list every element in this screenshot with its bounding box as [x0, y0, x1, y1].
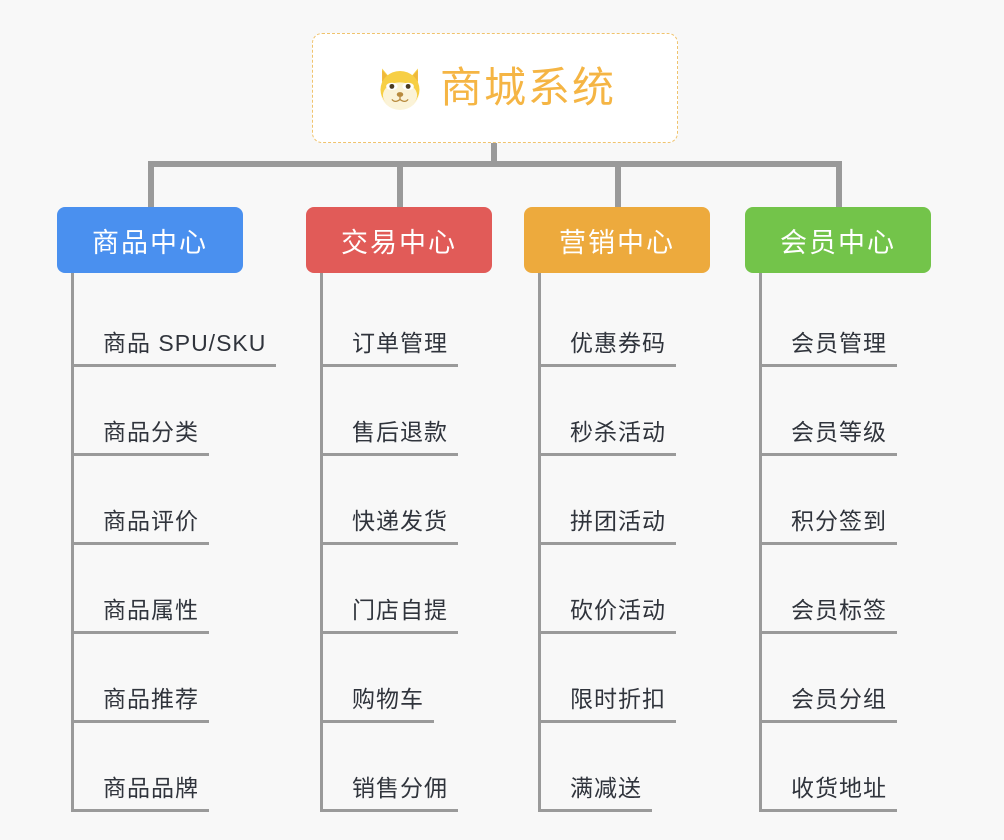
list-item[interactable]: 秒杀活动 — [524, 367, 710, 456]
list-item[interactable]: 满减送 — [524, 723, 710, 812]
leaf-underline — [759, 809, 897, 812]
list-item-label: 商品分类 — [103, 419, 199, 445]
list-item-label: 售后退款 — [352, 419, 448, 445]
list-item-label: 会员标签 — [791, 597, 887, 623]
list-item[interactable]: 订单管理 — [306, 278, 492, 367]
list-item-label: 购物车 — [352, 686, 424, 712]
leaf-underline — [320, 453, 458, 456]
leaf-underline — [71, 453, 209, 456]
list-item-label: 商品 SPU/SKU — [103, 330, 267, 356]
root-node[interactable]: 商城系统 — [312, 33, 678, 143]
leaf-list-1: 商品 SPU/SKU 商品分类 商品评价 商品属性 商品推荐 商品品牌 — [57, 273, 276, 812]
list-item[interactable]: 会员管理 — [745, 278, 931, 367]
list-item[interactable]: 商品品牌 — [57, 723, 266, 812]
leaf-underline — [71, 542, 209, 545]
branch-connector-2 — [397, 161, 403, 209]
list-item[interactable]: 会员分组 — [745, 634, 931, 723]
category-header-2[interactable]: 交易中心 — [306, 207, 492, 273]
leaf-underline — [538, 453, 676, 456]
trunk-horizontal-connector — [148, 161, 842, 167]
list-item-label: 商品品牌 — [103, 775, 199, 801]
category-header-3[interactable]: 营销中心 — [524, 207, 710, 273]
leaf-list-3: 优惠券码 秒杀活动 拼团活动 砍价活动 限时折扣 满减送 — [524, 273, 710, 812]
list-item[interactable]: 快递发货 — [306, 456, 492, 545]
list-item[interactable]: 购物车 — [306, 634, 492, 723]
leaf-underline — [320, 809, 458, 812]
leaf-underline — [320, 720, 434, 723]
list-item-label: 商品推荐 — [103, 686, 199, 712]
list-item[interactable]: 限时折扣 — [524, 634, 710, 723]
list-item-label: 会员等级 — [791, 419, 887, 445]
leaf-underline — [538, 809, 652, 812]
list-item[interactable]: 售后退款 — [306, 367, 492, 456]
leaf-underline — [71, 720, 209, 723]
branch-column-4: 会员中心 会员管理 会员等级 积分签到 会员标签 会员分组 — [745, 207, 931, 812]
leaf-underline — [759, 720, 897, 723]
leaf-underline — [71, 631, 209, 634]
leaf-underline — [538, 364, 676, 367]
list-item-label: 会员分组 — [791, 686, 887, 712]
list-item[interactable]: 门店自提 — [306, 545, 492, 634]
list-item-label: 商品属性 — [103, 597, 199, 623]
root-title: 商城系统 — [439, 64, 616, 111]
list-item[interactable]: 优惠券码 — [524, 278, 710, 367]
branch-column-1: 商品中心 商品 SPU/SKU 商品分类 商品评价 商品属性 商品推荐 — [57, 207, 276, 812]
leaf-underline — [759, 542, 897, 545]
category-header-1[interactable]: 商品中心 — [57, 207, 243, 273]
leaf-underline — [320, 364, 458, 367]
leaf-underline — [320, 542, 458, 545]
leaf-underline — [71, 809, 209, 812]
list-item-label: 优惠券码 — [570, 330, 666, 356]
shiba-dog-icon — [380, 68, 420, 110]
branch-column-2: 交易中心 订单管理 售后退款 快递发货 门店自提 购物车 — [306, 207, 492, 812]
leaf-underline — [320, 631, 458, 634]
leaf-underline — [538, 631, 676, 634]
list-item-label: 门店自提 — [352, 597, 448, 623]
leaf-underline — [538, 542, 676, 545]
leaf-list-2: 订单管理 售后退款 快递发货 门店自提 购物车 销售分佣 — [306, 273, 492, 812]
list-item[interactable]: 商品 SPU/SKU — [57, 278, 276, 367]
list-item-label: 限时折扣 — [570, 686, 666, 712]
leaf-underline — [71, 364, 276, 367]
list-item[interactable]: 商品评价 — [57, 456, 266, 545]
category-header-4[interactable]: 会员中心 — [745, 207, 931, 273]
list-item[interactable]: 商品属性 — [57, 545, 266, 634]
list-item-label: 收货地址 — [791, 775, 887, 801]
list-item-label: 订单管理 — [352, 330, 448, 356]
leaf-underline — [759, 631, 897, 634]
list-item-label: 快递发货 — [352, 508, 448, 534]
branch-connector-4 — [836, 161, 842, 209]
list-item[interactable]: 商品分类 — [57, 367, 266, 456]
leaf-list-4: 会员管理 会员等级 积分签到 会员标签 会员分组 收货地址 — [745, 273, 931, 812]
list-item[interactable]: 积分签到 — [745, 456, 931, 545]
list-item-label: 砍价活动 — [570, 597, 666, 623]
leaf-underline — [759, 364, 897, 367]
list-item[interactable]: 会员等级 — [745, 367, 931, 456]
leaf-underline — [538, 720, 676, 723]
list-item-label: 会员管理 — [791, 330, 887, 356]
list-item-label: 拼团活动 — [570, 508, 666, 534]
branch-column-3: 营销中心 优惠券码 秒杀活动 拼团活动 砍价活动 限时折扣 — [524, 207, 710, 812]
list-item[interactable]: 销售分佣 — [306, 723, 492, 812]
list-item[interactable]: 商品推荐 — [57, 634, 266, 723]
list-item-label: 满减送 — [570, 775, 642, 801]
branch-connector-3 — [615, 161, 621, 209]
branch-connector-1 — [148, 161, 154, 209]
list-item[interactable]: 收货地址 — [745, 723, 931, 812]
list-item[interactable]: 会员标签 — [745, 545, 931, 634]
trunk-stem-connector — [491, 143, 497, 166]
list-item-label: 积分签到 — [791, 508, 887, 534]
list-item-label: 销售分佣 — [352, 775, 448, 801]
list-item[interactable]: 砍价活动 — [524, 545, 710, 634]
leaf-underline — [759, 453, 897, 456]
list-item[interactable]: 拼团活动 — [524, 456, 710, 545]
list-item-label: 商品评价 — [103, 508, 199, 534]
list-item-label: 秒杀活动 — [570, 419, 666, 445]
